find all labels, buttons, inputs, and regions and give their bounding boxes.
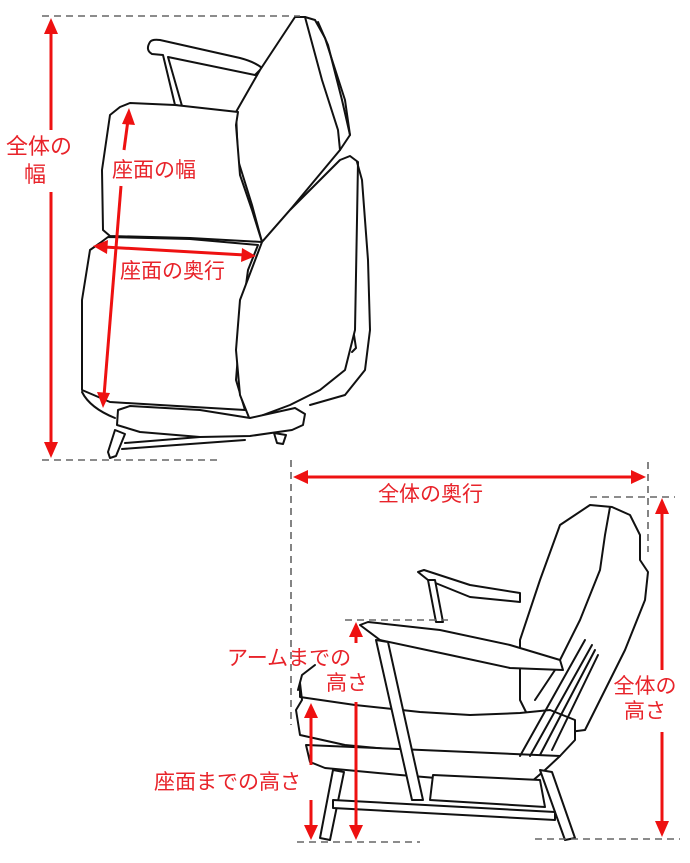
- top-seat-cushion: [101, 102, 263, 243]
- seat-depth-arrow: [93, 240, 256, 262]
- seat-width-label: 座面の幅: [112, 158, 196, 182]
- seat-height-label: 座面までの高さ: [154, 770, 301, 794]
- side-view-chair: [295, 504, 649, 841]
- arm-height-label: アームまでの 高さ: [227, 646, 368, 696]
- top-front-rail: [116, 405, 306, 438]
- overall-width-label-line2: 幅: [23, 163, 46, 188]
- top-view-chair: [81, 16, 371, 459]
- top-armrest: [146, 38, 263, 107]
- overall-height-label: 全体の 高さ: [605, 674, 685, 724]
- seat-height-arrow: [304, 703, 318, 840]
- seat-width-arrow: [97, 108, 135, 408]
- arm-height-arrow: [349, 622, 363, 840]
- overall-depth-arrow: [293, 470, 646, 484]
- side-arm-spindle: [427, 579, 444, 623]
- side-armrest-front: [359, 621, 564, 671]
- seat-depth-label: 座面の奥行: [120, 259, 225, 283]
- top-leg-left: [107, 429, 126, 459]
- overall-height-label-line1: 全体の: [613, 674, 677, 698]
- side-back-leg: [539, 769, 576, 841]
- overall-width-label-line1: 全体の: [6, 135, 73, 160]
- side-stretcher: [332, 799, 556, 821]
- top-leg-right: [273, 432, 287, 445]
- side-mid-rail: [429, 774, 546, 808]
- arm-height-label-line1: アームまでの: [227, 646, 352, 670]
- overall-width-label: 全体の 幅: [6, 134, 73, 190]
- side-back-cushion: [519, 504, 649, 736]
- top-back-lower: [235, 155, 359, 421]
- overall-depth-label: 全体の奥行: [378, 482, 483, 506]
- overall-height-label-line2: 高さ: [624, 699, 666, 723]
- arm-height-label-line2: 高さ: [326, 671, 368, 695]
- overall-width-arrow: [44, 18, 58, 458]
- side-arm-post: [375, 639, 424, 801]
- overall-height-arrow: [655, 498, 669, 837]
- dimension-arrows: [44, 18, 669, 840]
- guide-lines: [42, 15, 680, 843]
